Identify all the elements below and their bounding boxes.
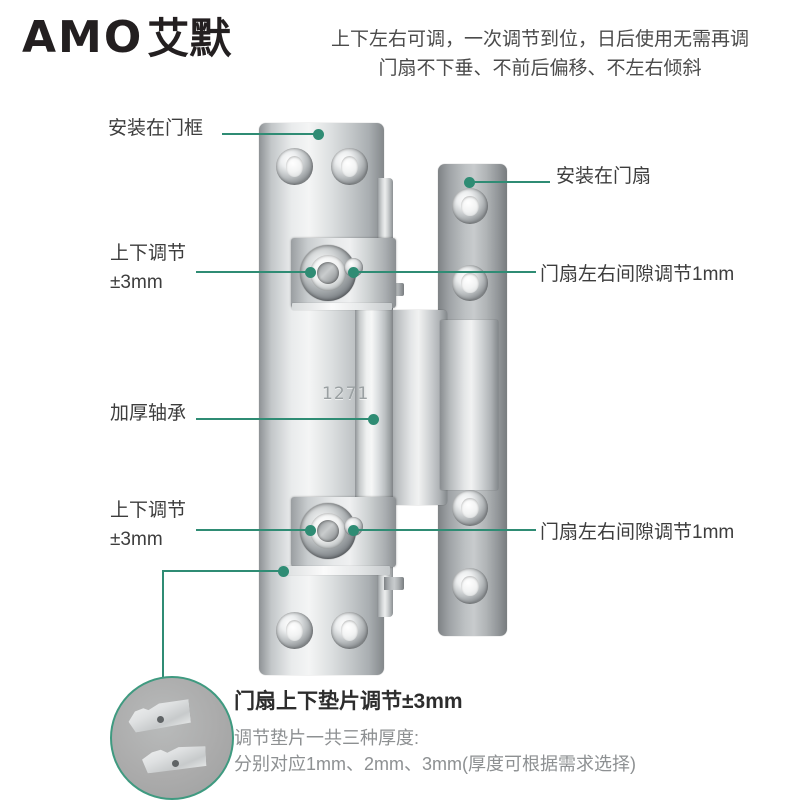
callout-bearing-line [196,418,372,420]
callout-shim-line-vertical [162,570,164,680]
door-leaf-hole-4 [452,568,488,604]
callout-door-mount-line [470,181,550,183]
frame-leaf-hole-3 [276,612,313,649]
door-shim-strip-top [292,303,392,310]
brand-logo: AMO 艾默 [22,16,231,60]
callout-vertical-adjust-top-line2: ±3mm [110,271,163,293]
part-number-engraving: 1271 [322,384,370,404]
callout-vertical-adjust-top-label: 上下调节 ±3mm [110,240,186,297]
door-leaf-hole-1 [452,188,488,224]
frame-leaf-hole-2 [331,148,368,185]
shim-note-title: 门扇上下垫片调节±3mm [234,690,463,713]
frame-leaf-tab-bottom [384,577,404,590]
shim-part-lower-hole [172,760,179,767]
hinge-arm [385,310,447,505]
callout-vertical-adjust-bottom-dot [305,525,316,536]
door-leaf-hole-3 [452,490,488,526]
top-adjuster-allen-core [317,262,339,284]
callout-frame-mount-label: 安装在门框 [108,118,204,139]
callout-door-mount-label: 安装在门扇 [556,166,652,187]
callout-vertical-adjust-bottom-line1: 上下调节 [110,500,187,521]
frame-leaf-hole-4 [331,612,368,649]
callout-shim-dot [278,566,289,577]
callout-lateral-gap-top-dot [348,267,359,278]
callout-vertical-adjust-top-dot [305,267,316,278]
door-shim-strip [280,566,390,575]
shim-note-line2: 分别对应1mm、2mm、3mm(厚度可根据需求选择) [234,754,636,775]
shim-photo-circle [110,676,234,800]
brand-logo-en: AMO [22,12,144,63]
callout-vertical-adjust-bottom-line2: ±3mm [110,528,163,550]
callout-bearing-dot [368,414,379,425]
hinge-arm-extension [440,320,498,490]
callout-frame-mount-line [222,133,317,135]
header-tagline: 上下左右可调，一次调节到位，日后使用无需再调 门扇不下垂、不前后偏移、不左右倾斜 [290,26,790,83]
callout-lateral-gap-bottom-line [354,529,536,531]
callout-shim-line-horizontal [162,570,282,572]
brand-logo-cn: 艾默 [147,15,232,62]
frame-leaf-hole-1 [276,148,313,185]
callout-vertical-adjust-top-line [196,271,310,273]
shim-part-upper [127,697,192,733]
header-tagline-line2: 门扇不下垂、不前后偏移、不左右倾斜 [378,57,702,79]
header-tagline-line1: 上下左右可调，一次调节到位，日后使用无需再调 [330,29,749,50]
callout-vertical-adjust-top-line1: 上下调节 [110,243,187,264]
callout-lateral-gap-top-line [354,271,536,273]
callout-lateral-gap-top-label: 门扇左右间隙调节1mm [540,264,735,285]
callout-vertical-adjust-bottom-label: 上下调节 ±3mm [110,497,186,554]
callout-bearing-label: 加厚轴承 [110,403,187,424]
callout-lateral-gap-bottom-label: 门扇左右间隙调节1mm [540,522,735,543]
shim-note: 门扇上下垫片调节±3mm 调节垫片一共三种厚度: 分别对应1mm、2mm、3mm… [234,688,636,777]
shim-part-upper-hole [157,716,164,723]
bottom-adjuster-allen-core [317,520,339,542]
callout-lateral-gap-bottom-dot [348,525,359,536]
shim-note-line1: 调节垫片一共三种厚度: [234,728,419,749]
callout-door-mount-dot [464,177,475,188]
shim-part-lower [141,742,206,773]
callout-frame-mount-dot [313,129,324,140]
callout-vertical-adjust-bottom-line [196,529,310,531]
